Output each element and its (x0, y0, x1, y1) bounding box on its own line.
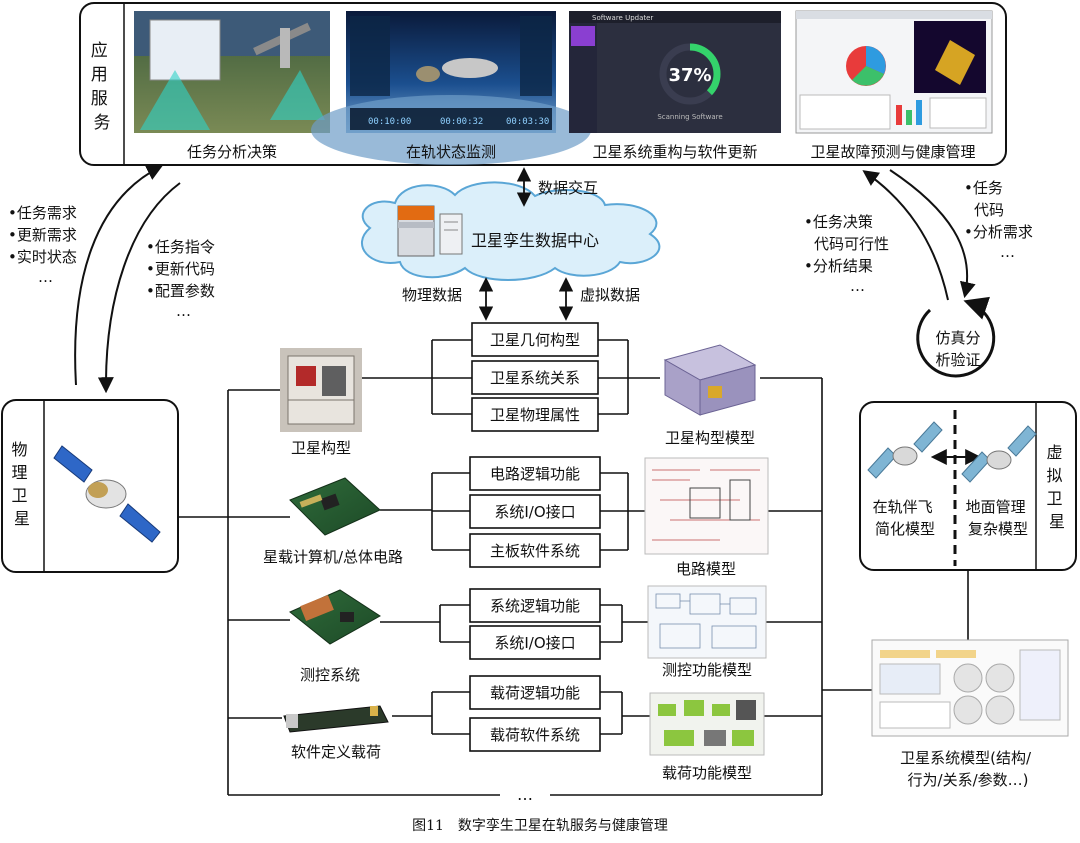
result-item: … (850, 277, 865, 295)
result-item: •分析结果 (804, 257, 873, 275)
request-item: •任务需求 (8, 204, 77, 222)
app-services-label-char: 用 (91, 65, 108, 85)
box-payload-software: 载荷软件系统 (490, 726, 580, 744)
software-updater-screenshot: Software Updater 37% Scanning Software (569, 11, 781, 133)
request-item: •实时状态 (8, 248, 77, 266)
box-mainboard-software: 主板软件系统 (490, 542, 580, 560)
onboard-model-label: 在轨伴飞 简化模型 (873, 498, 938, 538)
onboard-computer-photo (289, 477, 381, 536)
left-command-arrow (97, 182, 181, 394)
service-label-orbit-monitoring: 在轨状态监测 (406, 143, 496, 161)
service-label-task-analysis: 任务分析决策 (187, 143, 277, 161)
box-system-relation: 卫星系统关系 (490, 369, 580, 387)
task-analysis-screenshot (134, 11, 330, 133)
right-need-arrow (889, 169, 976, 299)
result-item: 代码可行性 (814, 235, 889, 253)
component-label-ttc: 测控系统 (300, 666, 360, 684)
virtual-satellite-label: 虚 拟 卫 星 (1046, 443, 1067, 531)
need-item: •分析需求 (964, 223, 1033, 241)
command-item: •配置参数 (146, 282, 215, 300)
update-status-text: Scanning Software (657, 113, 722, 121)
orbit-monitor-screenshot: 00:10:00 00:00:32 00:03:30 (311, 11, 591, 165)
connector-lines (178, 339, 969, 796)
update-progress-percent: 37% (668, 65, 711, 86)
box-payload-logic: 载荷逻辑功能 (490, 684, 580, 702)
right-result-arrow (862, 170, 949, 301)
component-label-computer: 星载计算机/总体电路 (263, 548, 403, 566)
command-item: … (176, 302, 191, 320)
command-item: •任务指令 (146, 238, 215, 256)
figure-caption: 图11 数字孪生卫星在轨服务与健康管理 (412, 817, 668, 834)
box-geometry: 卫星几何构型 (490, 331, 580, 349)
request-item: •更新需求 (8, 226, 77, 244)
result-item: •任务决策 (804, 213, 873, 231)
request-item: … (38, 268, 53, 286)
right-result-list: •任务决策 代码可行性 •分析结果 … (804, 213, 889, 295)
simulation-verification: 仿真分 析验证 (916, 296, 996, 378)
software-updater-title: Software Updater (592, 14, 653, 22)
service-label-health-management: 卫星故障预测与健康管理 (810, 143, 975, 161)
left-command-list: •任务指令 •更新代码 •配置参数 … (146, 238, 215, 320)
right-need-list: •任务 代码 •分析需求 … (964, 179, 1033, 261)
physical-satellite-box: 物 理 卫 星 (1, 399, 179, 573)
ground-model-label: 地面管理 复杂模型 (966, 498, 1031, 538)
app-services-label: 应 用 服 务 (91, 41, 113, 133)
monitor-readout: 00:00:32 (440, 117, 483, 127)
payload-model-image (649, 692, 765, 756)
need-item: … (1000, 243, 1015, 261)
circuit-model-image (644, 457, 769, 555)
monitor-readout: 00:03:30 (506, 117, 549, 127)
middle-boxes: 卫星几何构型 卫星系统关系 卫星物理属性 电路逻辑功能 系统I/O接口 主板软件… (469, 322, 601, 752)
ttc-system-photo (289, 589, 381, 645)
simulation-label: 仿真分 (935, 329, 980, 347)
box-system-io-2: 系统I/O接口 (494, 634, 575, 652)
physical-satellite-label: 物 理 卫 星 (11, 440, 32, 528)
box-system-logic: 系统逻辑功能 (490, 597, 580, 615)
left-request-list: •任务需求 •更新需求 •实时状态 … (8, 204, 77, 286)
component-label-payload: 软件定义载荷 (291, 743, 381, 761)
health-management-screenshot (795, 10, 993, 134)
box-physical-attribute: 卫星物理属性 (490, 406, 580, 424)
satellite-icon (53, 445, 161, 543)
app-services-panel: 应 用 服 务 任务分析决策 00:10:00 00:00:32 (79, 2, 1007, 166)
physical-data-label: 物理数据 (402, 286, 462, 304)
onboard-satellite-icon (867, 421, 943, 479)
more-components: … (517, 785, 533, 804)
monitor-readout: 00:10:00 (368, 117, 411, 127)
data-center-label: 卫星孪生数据中心 (471, 231, 599, 250)
app-services-label-char: 应 (91, 41, 108, 61)
data-exchange-label: 数据交互 (538, 179, 598, 197)
server-icon (397, 205, 463, 257)
twin-data-center: 卫星孪生数据中心 (360, 181, 661, 281)
satellite-structure-photo (280, 348, 362, 432)
model-label-config: 卫星构型模型 (665, 429, 755, 447)
service-label-reconfiguration: 卫星系统重构与软件更新 (592, 143, 757, 161)
app-services-label-char: 务 (94, 113, 111, 133)
app-services-label-char: 服 (91, 89, 108, 109)
ground-satellite-icon (961, 425, 1037, 483)
virtual-satellite-box: 虚 拟 卫 星 在轨伴飞 简化模型 地面管理 复杂模型 (859, 401, 1077, 571)
model-label-circuit: 电路模型 (676, 560, 736, 578)
model-label-payload: 载荷功能模型 (662, 764, 752, 782)
command-item: •更新代码 (146, 260, 215, 278)
component-label-config: 卫星构型 (291, 439, 351, 457)
virtual-data-label: 虚拟数据 (580, 286, 640, 304)
model-label-system: 卫星系统模型(结构/ 行为/关系/参数…) (900, 749, 1036, 789)
payload-photo (283, 705, 389, 733)
need-item: •任务 (964, 179, 1003, 197)
system-model-image (871, 639, 1069, 737)
config-model-image (663, 344, 757, 416)
model-label-ttc: 测控功能模型 (662, 661, 752, 679)
left-request-arrow (74, 165, 163, 386)
simulation-label: 析验证 (935, 351, 980, 369)
box-circuit-logic: 电路逻辑功能 (490, 465, 580, 483)
box-system-io: 系统I/O接口 (494, 503, 575, 521)
ttc-model-image (647, 585, 767, 659)
need-item: 代码 (974, 201, 1004, 219)
